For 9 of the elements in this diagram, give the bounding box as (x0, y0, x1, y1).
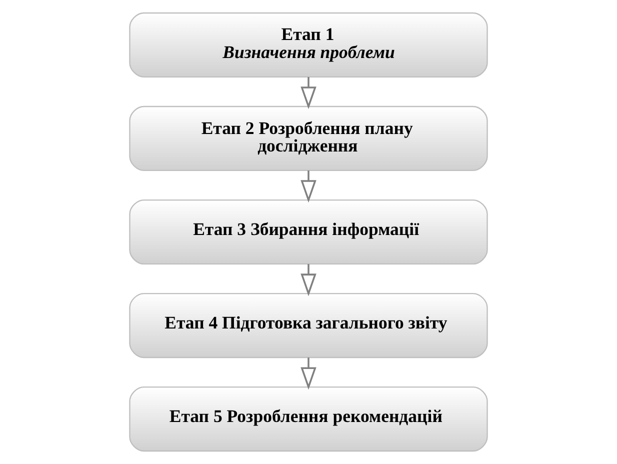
arrow (300, 358, 316, 390)
node-box: Етап 5 Розроблення рекомендацій (129, 386, 488, 452)
arrow (300, 170, 316, 203)
arrow (300, 77, 316, 110)
node-box: Етап 4 Підготовка загального звіту (129, 292, 488, 358)
node-box: Етап 3 Збирання інформації (129, 199, 488, 265)
node-box: Етап 2 Розроблення плану дослідження (129, 106, 488, 172)
node-box: Етап 1 Визначення проблеми (129, 12, 488, 78)
arrow (300, 264, 316, 296)
